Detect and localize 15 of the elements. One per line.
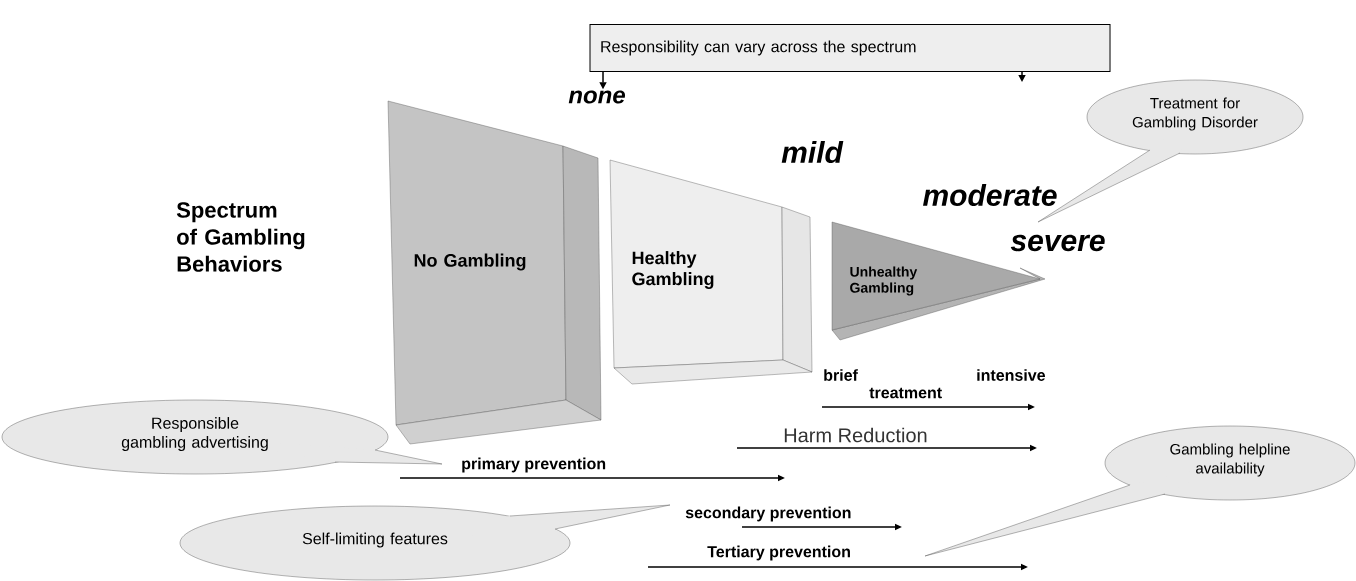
- arrow: [1018, 71, 1026, 82]
- arrow-label: secondary prevention: [685, 506, 851, 522]
- node-label: Treatment for: [1150, 97, 1240, 109]
- node-label: Gambling Disorder: [1132, 116, 1258, 131]
- speech-bubble: Responsible gambling advertising: [1, 399, 443, 475]
- arrow-label: primary prevention: [462, 457, 606, 473]
- node-label: Gambling helpline: [1170, 443, 1290, 458]
- scale-label: intensive: [977, 369, 1045, 381]
- arrow-label: Tertiary prevention: [707, 545, 850, 561]
- section-heading: Spectrum of Gambling Behaviors: [176, 202, 305, 272]
- scale-label: brief: [824, 369, 858, 381]
- speech-bubble: Self-limiting features: [179, 504, 671, 581]
- text-box: Responsibility can vary across the spectrum: [589, 24, 1111, 72]
- arrow-label: Harm Reduction: [784, 427, 927, 443]
- scale-label: treatment: [869, 387, 942, 399]
